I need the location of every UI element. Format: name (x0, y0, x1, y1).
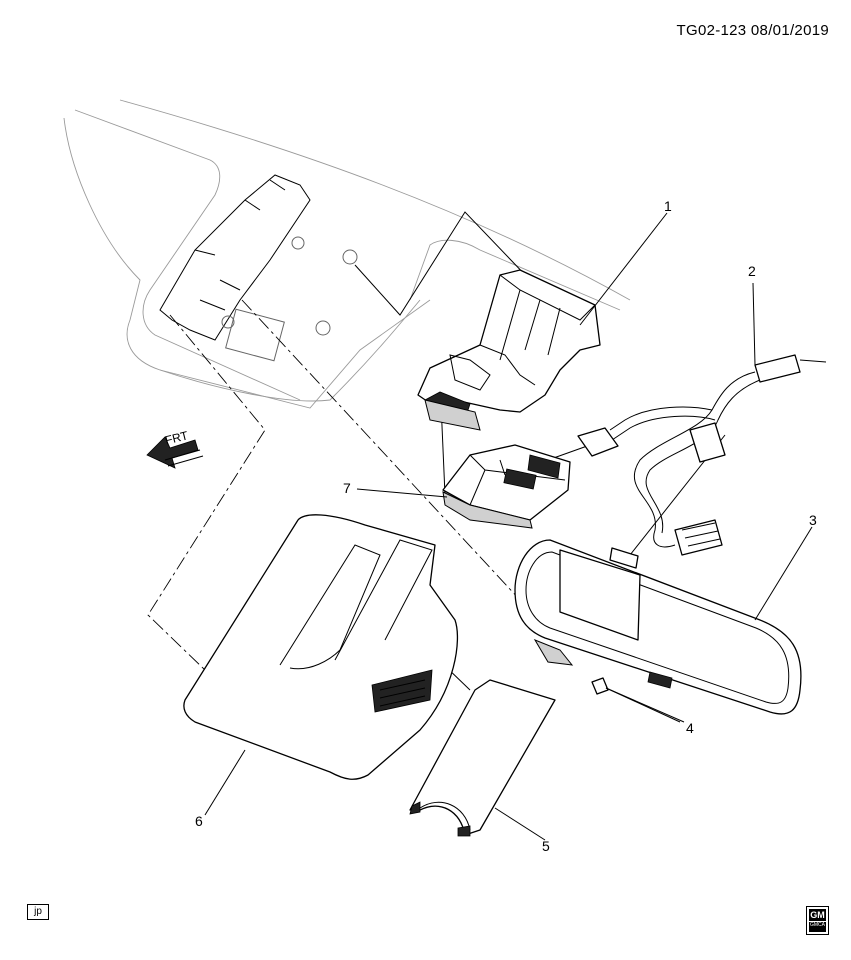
callout-3: 3 (809, 512, 817, 528)
front-arrow-icon (146, 436, 204, 469)
corner-tag: jp (27, 904, 49, 920)
gm-logo-word: GM (810, 910, 825, 920)
part-3-rearview-mirror (514, 539, 802, 715)
headliner-bracket (159, 174, 358, 362)
part-1-mirror-bracket (417, 269, 601, 431)
callout-7: 7 (343, 480, 351, 496)
callout-leaders (204, 212, 813, 841)
callout-4: 4 (686, 720, 694, 736)
gm-logo-icon: GM GMCA (806, 906, 829, 935)
gm-logo-sub: GMCA (809, 921, 826, 928)
part-2-wiring-harness (577, 354, 827, 556)
callout-6: 6 (195, 813, 203, 829)
diagram-code: TG02-123 08/01/2019 (676, 22, 829, 39)
part-5-lower-cover (409, 679, 556, 837)
headliner-outline (63, 99, 631, 409)
callout-5: 5 (542, 838, 550, 854)
part-7-camera-module (442, 444, 571, 529)
callout-1: 1 (664, 198, 672, 214)
callout-2: 2 (748, 263, 756, 279)
part-6-upper-cover (183, 514, 459, 780)
